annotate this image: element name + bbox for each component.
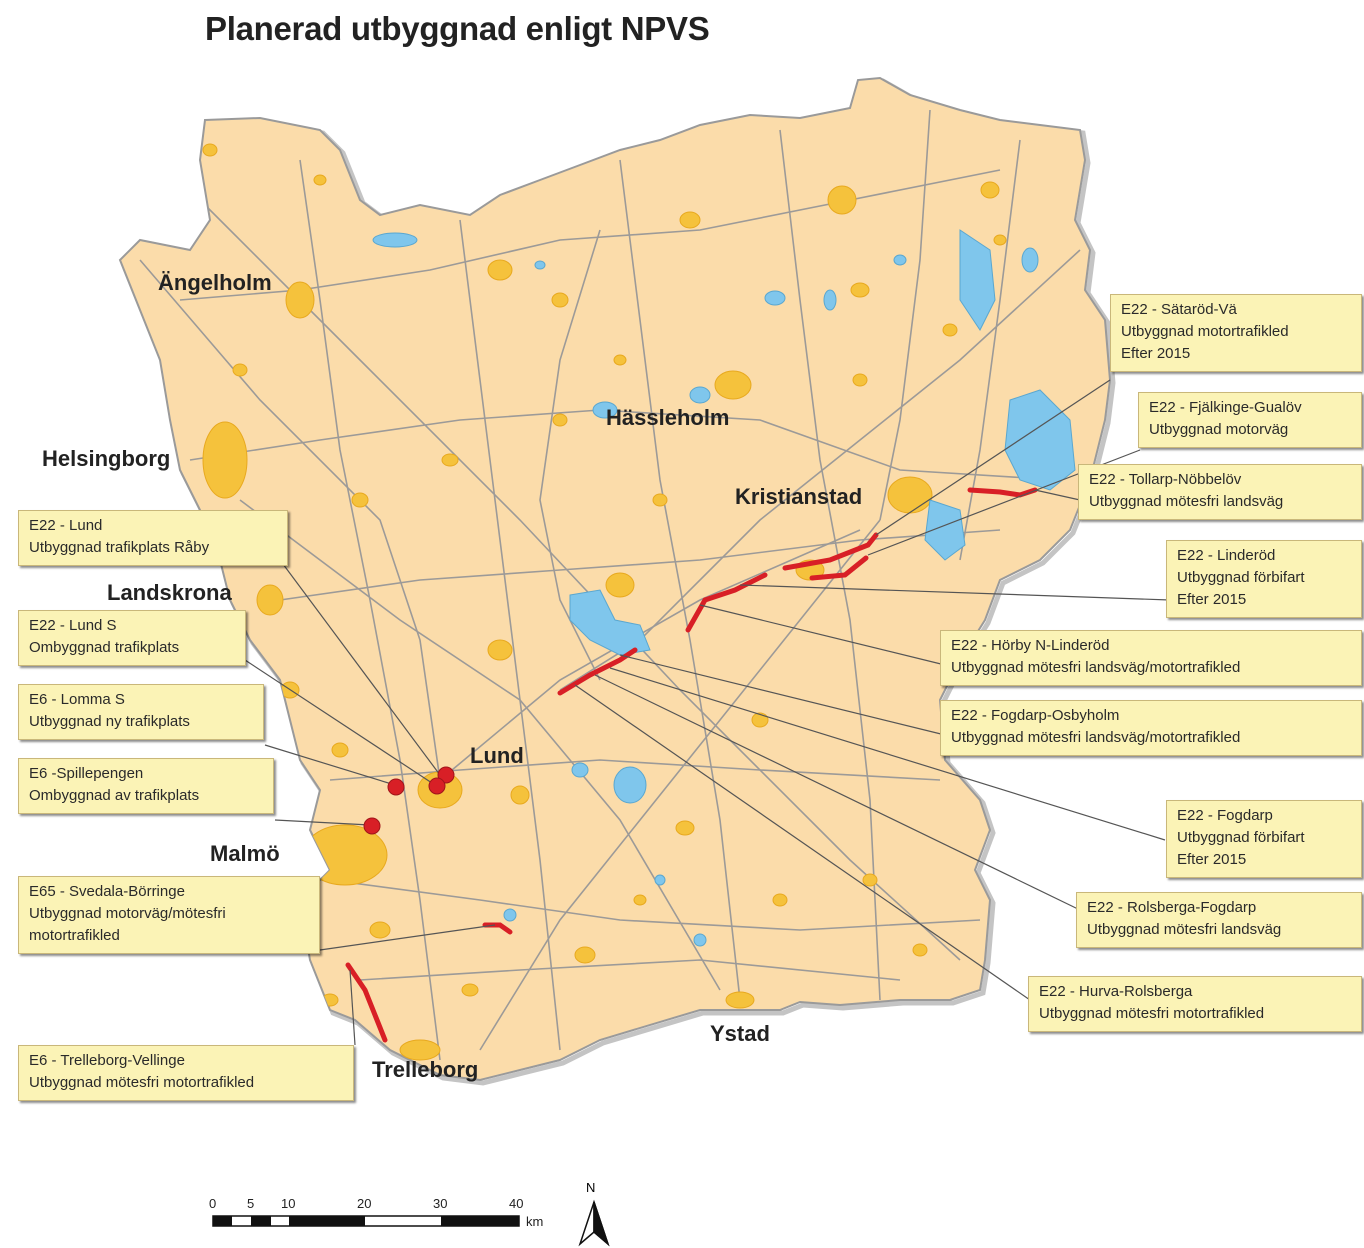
callout-line: E6 - Trelleborg-Vellinge [29,1052,185,1069]
scale-unit: km [526,1214,544,1229]
callout-line: Utbyggnad mötesfri motortrafikled [1039,1005,1265,1022]
project-linderod [702,572,768,603]
callout-e65-svedala: E65 - Svedala-Börringe Utbyggnad motorvä… [18,876,320,954]
callout-e22-fjalkinge: E22 - Fjälkinge-Gualöv Utbyggnad motorvä… [1138,392,1362,448]
map-title: Planerad utbyggnad enligt NPVS [205,10,710,47]
callout-line: Utbyggnad mötesfri landsväg [1089,493,1284,510]
project-hurva-fogdarp [557,647,638,696]
callout-line: Utbyggnad ny trafikplats [29,713,190,730]
callout-line: Utbyggnad trafikplats Råby [29,539,210,556]
city-label-hassleholm: Hässleholm [606,405,730,430]
scale-tick-40: 40 [509,1196,524,1211]
dot-lund-s [428,777,446,795]
callout-line: motortrafikled [29,927,120,944]
callout-line: E22 - Hurva-Rolsberga [1039,983,1193,1000]
callout-line: E22 - Fogdarp [1177,807,1273,824]
project-e65-svedala [482,922,513,935]
callout-line: Utbyggnad motortrafikled [1121,323,1289,340]
callout-e22-tollarp: E22 - Tollarp-Nöbbelöv Utbyggnad mötesfr… [1078,464,1362,520]
scale-tick-30: 30 [433,1196,448,1211]
dot-spillepengen [363,817,381,835]
interchange-points [363,766,455,835]
scale-tick-5: 5 [247,1196,255,1211]
callout-line: Utbyggnad mötesfri landsväg [1087,921,1282,938]
city-label-ystad: Ystad [710,1021,770,1046]
callout-line: E65 - Svedala-Börringe [29,883,185,900]
callout-e6-trelleborg: E6 - Trelleborg-Vellinge Utbyggnad mötes… [18,1045,354,1101]
callout-line: Efter 2015 [1177,591,1247,608]
project-tollarp-nobbelov [967,487,1038,498]
callout-line: Utbyggnad mötesfri landsväg/motortrafikl… [951,659,1241,676]
callout-line: E22 - Sätaröd-Vä [1121,301,1237,318]
city-label-kristianstad: Kristianstad [735,484,863,509]
project-e6-trelleborg [345,962,388,1043]
callout-e22-rolsberga: E22 - Rolsberga-Fogdarp Utbyggnad mötesf… [1076,892,1362,948]
callout-line: Ombyggnad av trafikplats [29,787,200,804]
dot-lund-raby [437,766,455,784]
callout-line: Efter 2015 [1121,345,1191,362]
callout-line: Utbyggnad förbifart [1177,829,1305,846]
callout-e22-hurva: E22 - Hurva-Rolsberga Utbyggnad mötesfri… [1028,976,1362,1032]
callout-line: E22 - Linderöd [1177,547,1276,564]
callout-line: Efter 2015 [1177,851,1247,868]
callout-line: Utbyggnad motorväg/mötesfri [29,905,226,922]
project-fjalkinge [809,555,869,581]
city-label-helsingborg: Helsingborg [42,446,171,471]
scale-tick-0: 0 [209,1196,217,1211]
callout-line: E22 - Rolsberga-Fogdarp [1087,899,1257,916]
callout-line: Ombyggnad trafikplats [29,639,180,656]
callout-line: Utbyggnad förbifart [1177,569,1305,586]
callout-e22-lund: E22 - Lund Utbyggnad trafikplats Råby [18,510,288,566]
city-label-trelleborg: Trelleborg [372,1057,479,1082]
callout-line: E6 -Spillepengen [29,765,144,782]
north-label: N [586,1180,596,1195]
leader-lines [244,379,1171,1046]
city-label-angelholm: Ängelholm [158,270,272,295]
callout-line: E22 - Lund [29,517,103,534]
scale-tick-20: 20 [357,1196,372,1211]
callout-line: E22 - Fjälkinge-Gualöv [1149,399,1302,416]
callout-e22-fogdarp-osbyholm: E22 - Fogdarp-Osbyholm Utbyggnad mötesfr… [940,700,1362,756]
callout-e6-spillepengen: E6 -Spillepengen Ombyggnad av trafikplat… [18,758,274,814]
callout-line: Utbyggnad mötesfri motortrafikled [29,1074,255,1091]
callout-e22-lund-s: E22 - Lund S Ombyggnad trafikplats [18,610,246,666]
dot-lomma-s [387,778,405,796]
callout-line: Utbyggnad mötesfri landsväg/motortrafikl… [951,729,1241,746]
callout-e22-horby: E22 - Hörby N-Linderöd Utbyggnad mötesfr… [940,630,1362,686]
callout-e22-sataröd: E22 - Sätaröd-Vä Utbyggnad motortrafikle… [1110,294,1362,372]
callout-e6-lomma-s: E6 - Lomma S Utbyggnad ny trafikplats [18,684,264,740]
callout-line: Utbyggnad motorväg [1149,421,1289,438]
callout-e22-fogdarp: E22 - Fogdarp Utbyggnad förbifart Efter … [1166,800,1362,878]
city-label-malmo: Malmö [210,841,280,866]
city-label-lund: Lund [470,743,524,768]
scale-tick-10: 10 [281,1196,296,1211]
scale-bar [212,1215,520,1227]
project-sataröd-va [782,532,879,571]
callout-line: E22 - Hörby N-Linderöd [951,637,1110,654]
north-arrow [578,1199,610,1247]
callout-line: E22 - Tollarp-Nöbbelöv [1089,471,1242,488]
callout-line: E22 - Fogdarp-Osbyholm [951,707,1120,724]
callout-e22-linderod: E22 - Linderöd Utbyggnad förbifart Efter… [1166,540,1362,618]
city-label-landskrona: Landskrona [107,580,232,605]
planned-projects [345,487,1038,1043]
callout-line: E6 - Lomma S [29,691,125,708]
callout-line: E22 - Lund S [29,617,117,634]
